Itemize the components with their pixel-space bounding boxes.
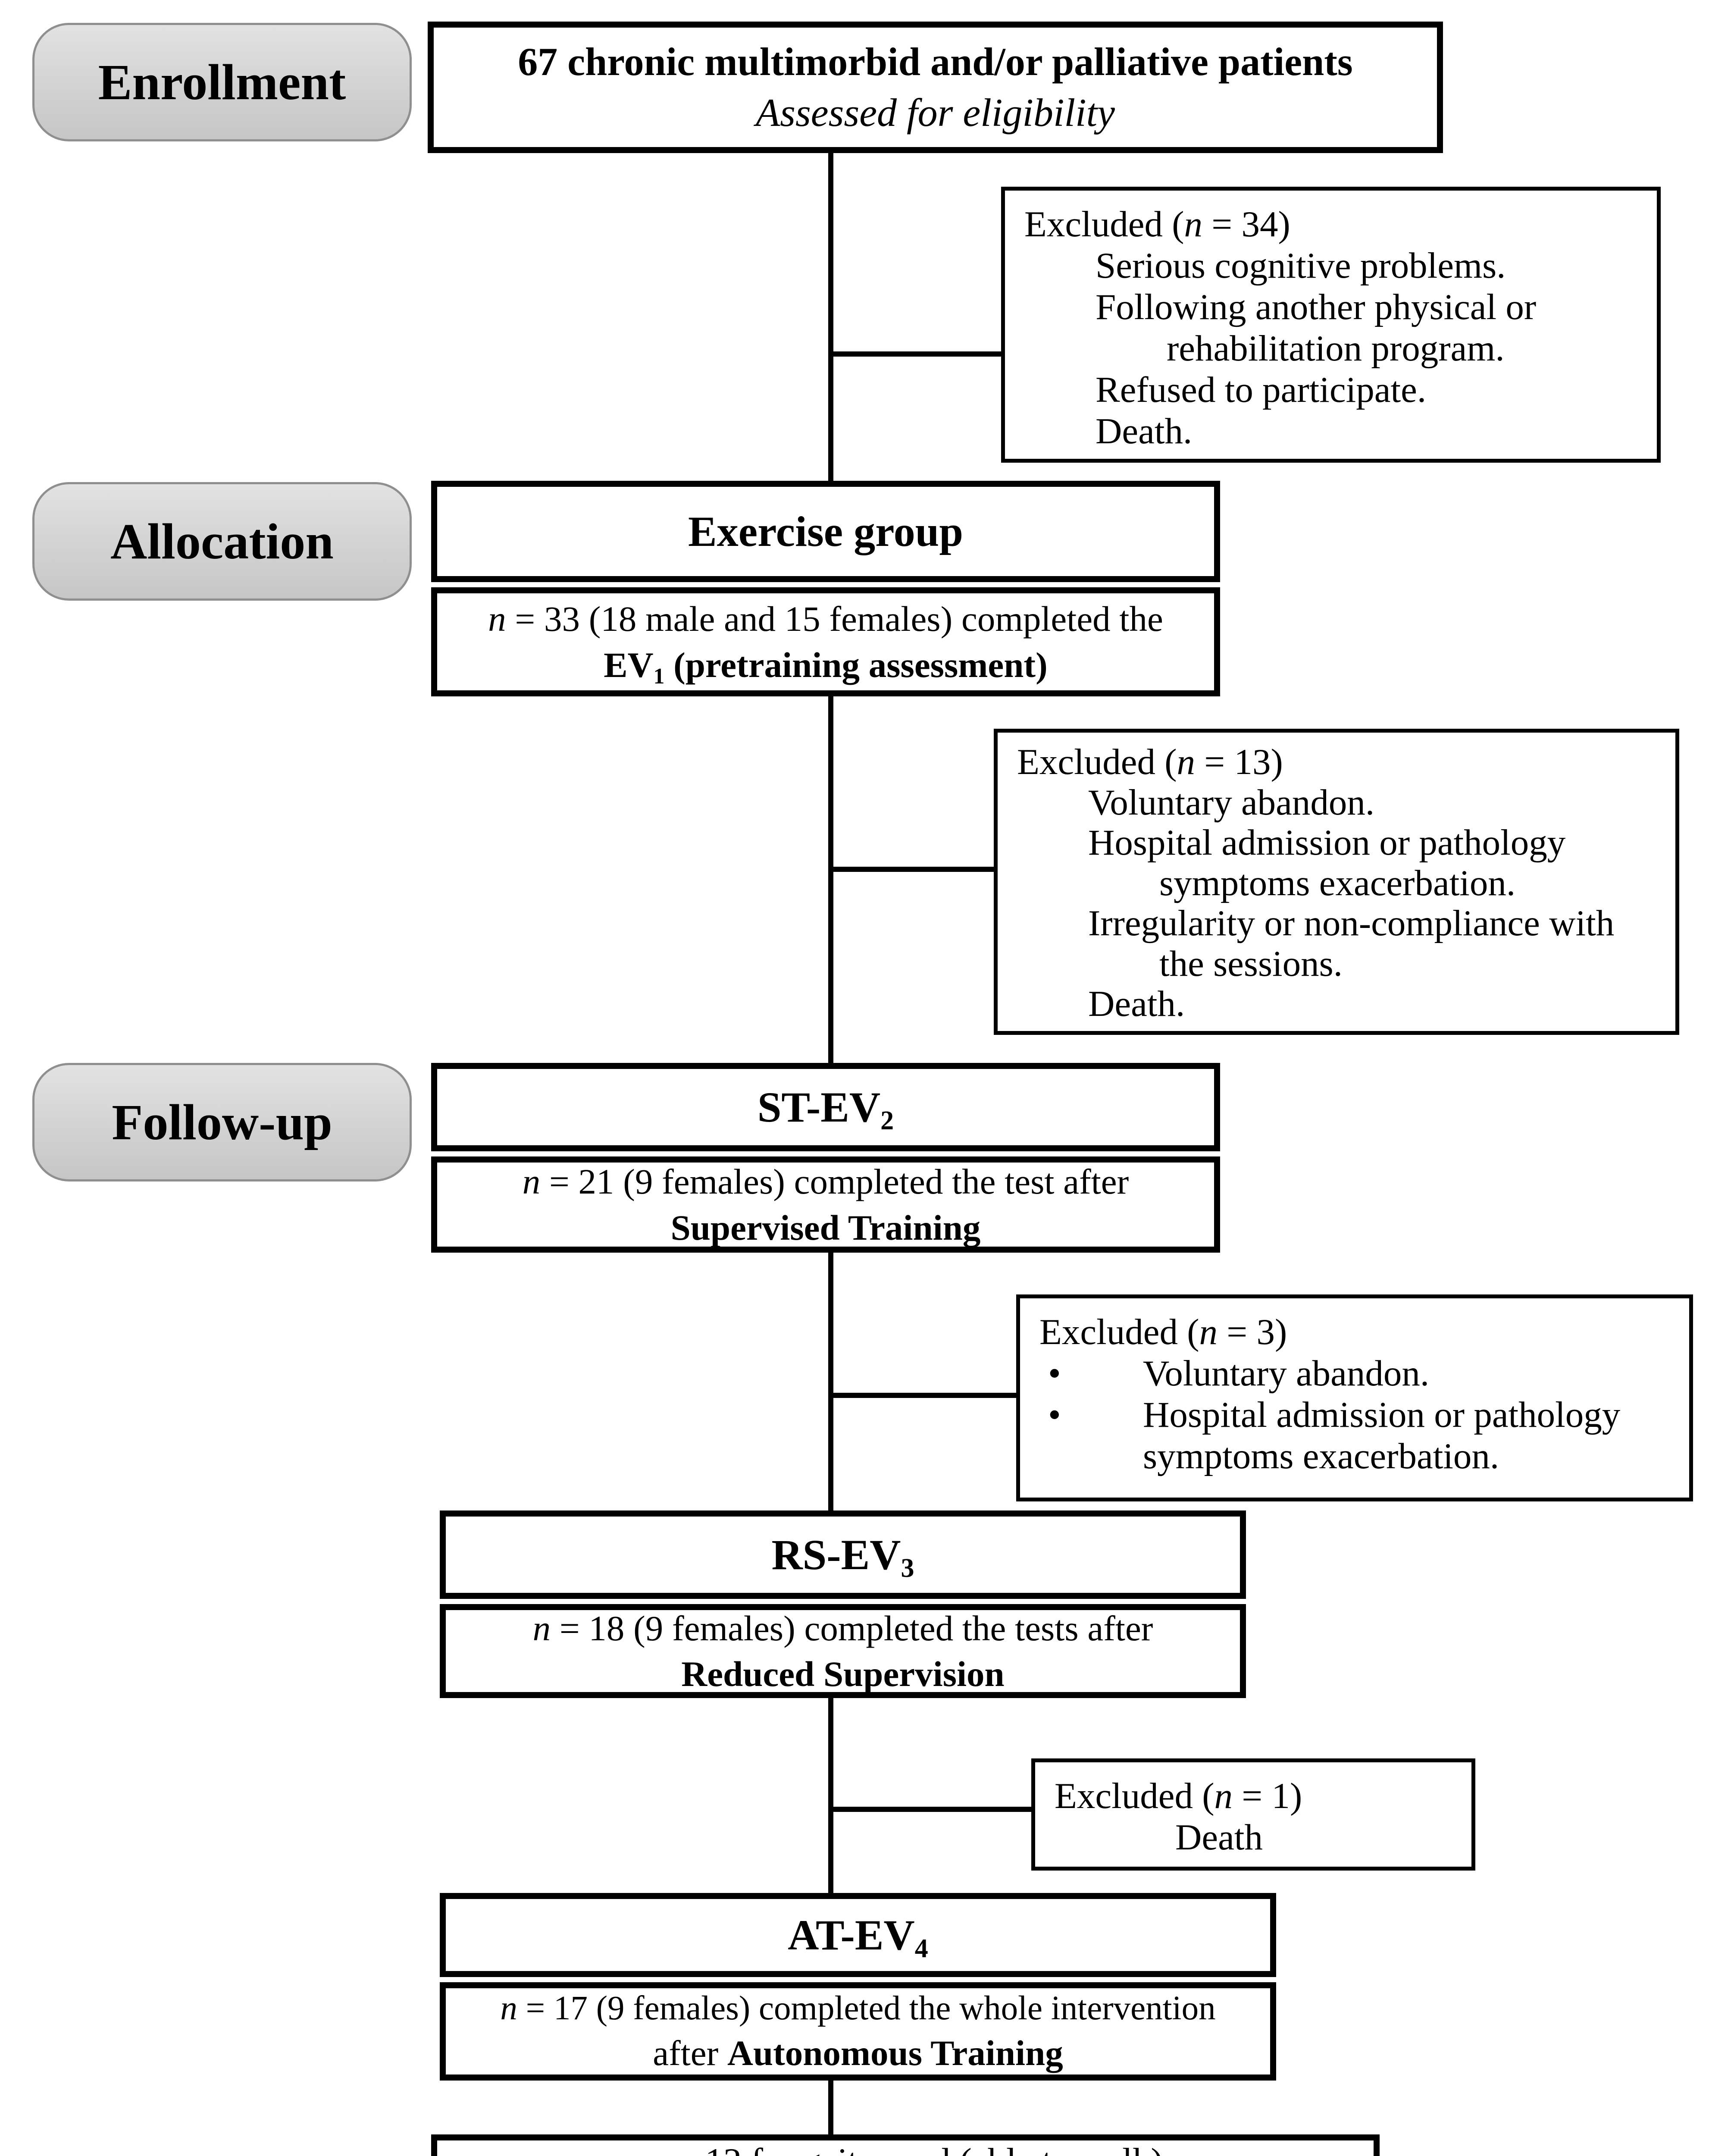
exercise-ev: EV [604, 645, 654, 685]
at-ev4-title-base: AT-EV [788, 1911, 915, 1959]
rs-ev3-line1: n = 18 (9 females) completed the tests a… [533, 1605, 1153, 1651]
excluded-4-header-post: = 1) [1233, 1776, 1302, 1816]
at-ev4-line1-text: = 17 (9 females) completed the whole int… [517, 1990, 1216, 2028]
excluded-2-header-pre: Excluded ( [1017, 742, 1177, 782]
stage-label-allocation-text: Allocation [110, 513, 334, 570]
branch-to-excluded-3 [828, 1393, 1016, 1398]
connector-atev4-to-analysis [828, 2081, 833, 2134]
excluded-3-bullet-row: • Voluntary abandon. [1039, 1353, 1670, 1394]
rs-ev3-line2: Reduced Supervision [681, 1654, 1005, 1694]
excluded-2-item: Hospital admission or pathology symptoms… [1088, 822, 1566, 903]
excluded-1-item: Following another physical or rehabilita… [1096, 287, 1537, 369]
st-ev2-title-base: ST-EV [757, 1083, 881, 1131]
excluded-1-item: Refused to participate. [1096, 370, 1427, 411]
excluded-3-item: Hospital admission or pathology symptoms… [1143, 1395, 1621, 1477]
at-ev4-title-box: AT-EV4 [440, 1893, 1276, 1977]
st-ev2-line1-text: = 21 (9 females) completed the test afte… [540, 1162, 1129, 1202]
at-ev4-title-sub: 4 [914, 1934, 928, 1964]
exercise-line1-text: = 33 (18 male and 15 females) completed … [506, 599, 1163, 639]
bullet-icon: • [1048, 1395, 1061, 1435]
excluded-box-4: Excluded (n = 1) Death [1031, 1758, 1475, 1871]
rs-ev3-title-sub: 3 [901, 1554, 914, 1583]
st-ev2-title: ST-EV2 [757, 1083, 894, 1134]
connector-exercise-to-stev2 [828, 696, 833, 1063]
stage-label-followup-text: Follow-up [112, 1094, 332, 1150]
exercise-ev-sub: 1 [653, 664, 665, 689]
st-ev2-n: n [522, 1162, 541, 1202]
analysis-line: n = 12 for gait speed (able to walk) [648, 2137, 1163, 2156]
assessed-title: 67 chronic multimorbid and/or palliative… [518, 39, 1353, 84]
excluded-4-header-pre: Excluded ( [1055, 1776, 1214, 1816]
connector-rsev3-to-atev4 [828, 1698, 833, 1893]
assessed-subtitle: Assessed for eligibility [755, 90, 1115, 135]
exercise-group-count-box: n = 33 (18 male and 15 females) complete… [431, 587, 1220, 696]
exercise-group-title: Exercise group [688, 507, 963, 555]
excluded-box-3: Excluded (n = 3) • Voluntary abandon. • … [1016, 1294, 1693, 1501]
excluded-2-item: Voluntary abandon. [1088, 782, 1375, 823]
rs-ev3-title-box: RS-EV3 [440, 1510, 1246, 1599]
excluded-box-2: Excluded (n = 13) Voluntary abandon. Hos… [994, 729, 1679, 1035]
at-ev4-count-box: n = 17 (9 females) completed the whole i… [440, 1982, 1276, 2081]
st-ev2-title-sub: 2 [880, 1106, 894, 1136]
stage-label-enrollment-text: Enrollment [98, 53, 346, 110]
branch-to-excluded-2 [828, 867, 994, 872]
at-ev4-line2-pre: after [653, 2033, 728, 2073]
excluded-1-item: Death. [1096, 411, 1193, 452]
at-ev4-title: AT-EV4 [788, 1911, 928, 1962]
connector-assessed-to-exercise [828, 153, 833, 481]
excluded-2-header-post: = 13) [1195, 742, 1283, 782]
rs-ev3-title-base: RS-EV [771, 1530, 901, 1579]
rs-ev3-count-box: n = 18 (9 females) completed the tests a… [440, 1604, 1246, 1698]
excluded-1-header: Excluded (n = 34) [1024, 204, 1637, 245]
exercise-n: n [488, 599, 506, 639]
bullet-icon: • [1048, 1353, 1061, 1394]
branch-to-excluded-1 [828, 351, 1001, 357]
exercise-group-title-box: Exercise group [431, 481, 1220, 582]
excluded-3-header: Excluded (n = 3) [1039, 1311, 1670, 1353]
at-ev4-n: n [500, 1990, 517, 2028]
stage-label-followup: Follow-up [32, 1063, 412, 1181]
exercise-count-line2: EV1 (pretraining assessment) [604, 642, 1047, 688]
rs-ev3-title: RS-EV3 [771, 1530, 914, 1582]
excluded-3-header-pre: Excluded ( [1039, 1312, 1199, 1352]
excluded-2-item: Death. [1088, 984, 1185, 1024]
stage-label-enrollment: Enrollment [32, 23, 412, 141]
assessed-for-eligibility-box: 67 chronic multimorbid and/or palliative… [428, 22, 1443, 153]
analysis-n: n [648, 2141, 666, 2156]
st-ev2-count-box: n = 21 (9 females) completed the test af… [431, 1156, 1220, 1253]
stage-label-allocation: Allocation [32, 482, 412, 601]
excluded-1-header-post: = 34) [1202, 204, 1290, 244]
st-ev2-line2: Supervised Training [670, 1207, 981, 1247]
excluded-4-item: Death [1175, 1817, 1263, 1858]
excluded-3-header-post: = 3) [1218, 1312, 1287, 1352]
branch-to-excluded-4 [828, 1807, 1031, 1812]
analysis-line-text: = 12 for gait speed (able to walk) [666, 2141, 1163, 2156]
excluded-2-item: Irregularity or non-compliance with the … [1088, 903, 1615, 984]
at-ev4-line2-bold: Autonomous Training [727, 2033, 1063, 2073]
excluded-1-header-pre: Excluded ( [1024, 204, 1184, 244]
excluded-1-n: n [1184, 204, 1203, 244]
excluded-3-item: Voluntary abandon. [1143, 1353, 1430, 1394]
rs-ev3-n: n [532, 1608, 551, 1648]
rs-ev3-line1-text: = 18 (9 females) completed the tests aft… [551, 1608, 1153, 1648]
exercise-count-line1: n = 33 (18 male and 15 females) complete… [488, 596, 1163, 642]
st-ev2-title-box: ST-EV2 [431, 1063, 1220, 1151]
excluded-box-1: Excluded (n = 34) Serious cognitive prob… [1001, 187, 1661, 463]
excluded-4-header: Excluded (n = 1) [1055, 1775, 1452, 1817]
excluded-2-header: Excluded (n = 13) [1017, 742, 1656, 783]
excluded-2-n: n [1177, 742, 1196, 782]
excluded-3-bullet-row: • Hospital admission or pathology sympto… [1039, 1394, 1670, 1477]
st-ev2-line1: n = 21 (9 females) completed the test af… [523, 1159, 1129, 1204]
excluded-4-n: n [1214, 1776, 1233, 1816]
at-ev4-line1: n = 17 (9 females) completed the whole i… [500, 1987, 1215, 2030]
connector-stev2-to-rsev3 [828, 1253, 833, 1510]
analysis-box: n = 12 for gait speed (able to walk) n =… [431, 2134, 1380, 2156]
at-ev4-line2: after Autonomous Training [653, 2030, 1063, 2076]
excluded-1-item: Serious cognitive problems. [1096, 245, 1506, 286]
excluded-3-n: n [1199, 1312, 1218, 1352]
exercise-ev-rest: (pretraining assessment) [664, 645, 1048, 685]
